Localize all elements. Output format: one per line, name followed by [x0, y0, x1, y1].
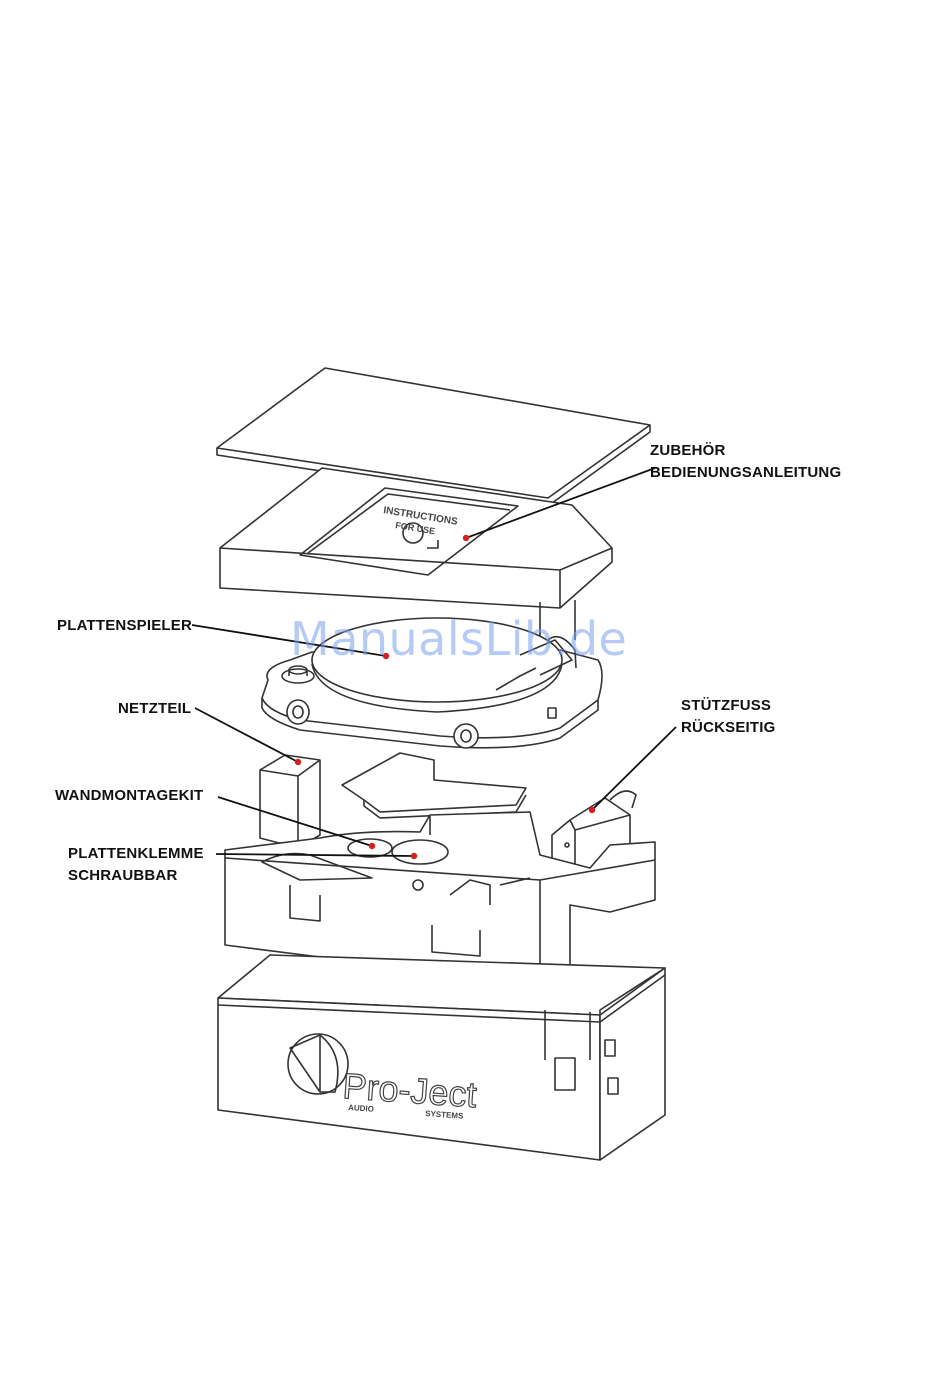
shipping-box: [218, 955, 665, 1160]
marker-zubehoer: [463, 535, 469, 541]
marker-netzteil: [295, 759, 301, 765]
label-zubehoer-line2: BEDIENUNGSANLEITUNG: [650, 462, 841, 484]
marker-stuetzfuss: [589, 807, 595, 813]
brand-sub-left: AUDIO: [348, 1103, 374, 1114]
label-plattenspieler-text: PLATTENSPIELER: [57, 615, 192, 637]
label-stuetzfuss-line2: RÜCKSEITIG: [681, 717, 776, 739]
label-wandmontagekit: WANDMONTAGEKIT: [55, 785, 203, 807]
label-plattenspieler: PLATTENSPIELER: [57, 615, 192, 637]
marker-wandmontagekit: [369, 843, 375, 849]
label-plattenklemme-line1: PLATTENKLEMME: [68, 843, 204, 865]
label-zubehoer: ZUBEHÖR BEDIENUNGSANLEITUNG: [650, 440, 841, 484]
label-stuetzfuss-line1: STÜTZFUSS: [681, 695, 776, 717]
watermark: ManualsLib.de: [290, 612, 627, 666]
label-netzteil-text: NETZTEIL: [118, 698, 191, 720]
label-plattenklemme-line2: SCHRAUBBAR: [68, 865, 204, 887]
marker-plattenklemme: [411, 853, 417, 859]
leader-line-stuetzfuss: [592, 727, 676, 810]
leader-line-netzteil: [195, 708, 298, 762]
power-supply: [260, 755, 320, 848]
label-wandmontagekit-text: WANDMONTAGEKIT: [55, 785, 203, 807]
label-stuetzfuss: STÜTZFUSS RÜCKSEITIG: [681, 695, 776, 739]
label-plattenklemme: PLATTENKLEMME SCHRAUBBAR: [68, 843, 204, 887]
label-zubehoer-line1: ZUBEHÖR: [650, 440, 841, 462]
label-netzteil: NETZTEIL: [118, 698, 191, 720]
